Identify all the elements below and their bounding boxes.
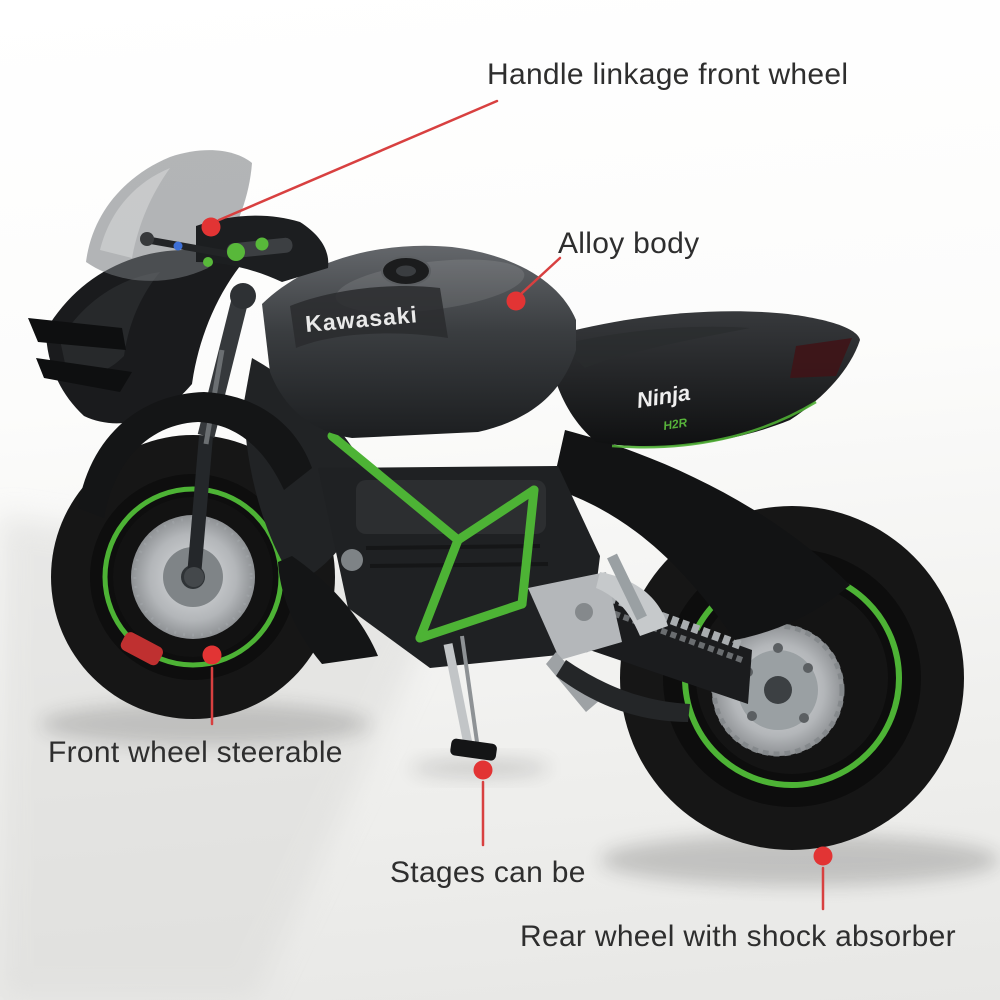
belly-fairing [278,556,378,664]
handlebar [140,215,329,282]
annotation-text: Rear wheel with shock absorber [520,920,956,953]
winglet-lower [36,358,132,392]
ground-shadows [40,702,1000,886]
annotation-text: Handle linkage front wheel [487,58,849,91]
annotation-label-front-wheel-steerable: Front wheel steerable [48,736,343,771]
annotation-text: Front wheel steerable [48,736,343,769]
annotation-dot-handle [201,217,221,237]
leader-line-handle [217,99,499,222]
tail-section: Ninja H2R [552,311,860,449]
brake-lever [147,236,239,260]
annotation-dot-rear-wheel [813,846,833,866]
annotation-text: Stages can be [390,856,586,889]
front-fender [78,392,312,518]
annotation-text: Alloy body [558,227,700,260]
nose-cowl [28,249,240,424]
rear-bodywork [552,430,850,640]
annotation-label-rear-wheel-shock: Rear wheel with shock absorber [520,920,956,955]
badge-logo-text: H2R [662,415,688,433]
annotation-label-handle-linkage: Handle linkage front wheel [487,58,848,93]
annotation-label-stages: Stages can be [390,856,586,891]
annotation-dot-stages [473,760,493,780]
tail-green-pinstripe [611,400,817,449]
trellis-frame [327,431,539,643]
brake-caliper [120,632,163,666]
annotation-label-alloy-body: Alloy body [558,227,699,262]
exhaust [556,660,690,722]
leader-line-alloy [520,256,562,295]
tail-light [790,338,852,378]
kickstand [443,635,497,761]
annotation-dot-front-wheel [202,645,222,665]
winglet-upper [28,318,126,350]
rear-shock [607,553,647,621]
annotation-dot-alloy [506,291,526,311]
fuel-tank: Kawasaki [262,245,576,438]
